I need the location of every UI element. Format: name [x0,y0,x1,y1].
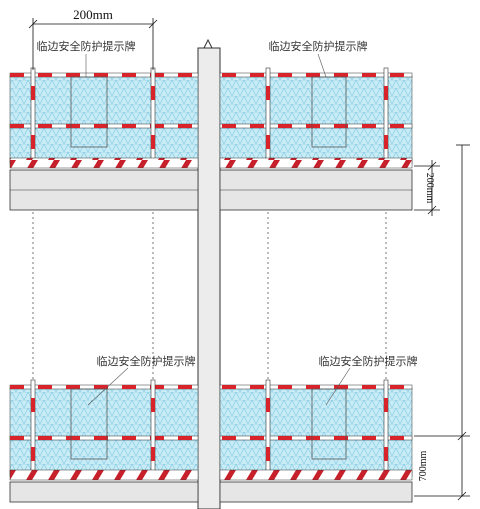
bottom-railing-left [9,379,199,481]
top-railing-right [219,67,413,169]
bottom-slab-left [9,481,199,503]
break-mark [203,38,213,49]
dotted-guides [32,212,387,385]
dim-long-line [414,144,470,501]
top-railing-left [9,67,199,169]
dim-top-label: 200mm [73,7,113,22]
center-column [197,47,221,509]
bottom-slab-right [219,481,413,503]
bottom-railing-right [219,379,413,481]
dim-side-200-label: 200mm [424,173,435,204]
sign-label-top-right: 临边安全防护提示牌 [269,39,368,53]
dim-side-700-label: 700mm [418,451,429,482]
dim-top-line [28,18,158,70]
dim-side-200-line [414,160,440,216]
sign-label-top-left: 临边安全防护提示牌 [37,39,136,53]
sign-label-bottom-right: 临边安全防护提示牌 [319,354,418,368]
sign-label-bottom-left: 临边安全防护提示牌 [97,354,196,368]
leader-lines [85,53,351,406]
